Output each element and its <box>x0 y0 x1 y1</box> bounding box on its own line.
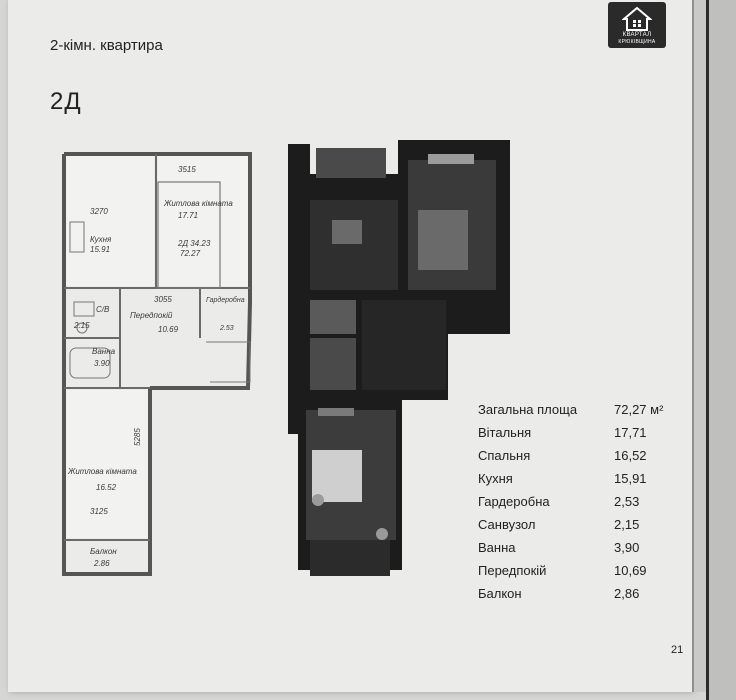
plan-total-code: 2Д 34.23 <box>177 239 211 248</box>
plan-wardrobe-area: 2.53 <box>219 325 234 332</box>
plan-su-label: С/В <box>96 305 110 314</box>
area-row-name: Загальна площа <box>478 402 578 417</box>
logo-line-2: КРЮКІВЩИНА <box>618 39 656 45</box>
plan-kitchen-area: 15.91 <box>90 245 110 254</box>
plan-bath-area: 3.90 <box>94 359 110 368</box>
floor-plan: Кухня 15.91 3270 Житлова кімната 17.71 3… <box>62 152 252 576</box>
plan-balcony-area: 2.86 <box>93 559 110 568</box>
area-row-value: 15,91 <box>614 471 647 486</box>
plan-dim-5285: 5285 <box>133 428 142 446</box>
plan-hall-label: Передпокій <box>130 311 173 320</box>
area-row-name: Вітальня <box>478 425 532 440</box>
plan-dim-3125: 3125 <box>90 507 108 516</box>
page-edge <box>692 0 706 692</box>
rendered-plan <box>288 140 510 576</box>
area-row-value: 72,27 м² <box>614 402 664 417</box>
plan-su-area: 2.15 <box>73 321 90 330</box>
plan-living-area: 17.71 <box>178 211 198 220</box>
area-row-name: Балкон <box>478 586 522 601</box>
area-row: Передпокій 10,69 <box>478 563 688 583</box>
area-row-name: Передпокій <box>478 563 547 578</box>
area-row-value: 2,15 <box>614 517 640 532</box>
area-row: Кухня 15,91 <box>478 471 688 491</box>
binder-edge <box>706 0 736 700</box>
area-row: Санвузол 2,15 <box>478 517 688 537</box>
plan-wardrobe-label: Гардеробна <box>206 296 245 304</box>
area-row-value: 2,86 <box>614 586 640 601</box>
apartment-type: 2-кімн. квартира <box>50 37 163 54</box>
plan-dim-3055: 3055 <box>154 295 172 304</box>
area-row-value: 2,53 <box>614 494 640 509</box>
area-row-name: Спальня <box>478 448 531 463</box>
house-icon <box>622 6 652 31</box>
area-row: Ванна 3,90 <box>478 540 688 560</box>
plan-total-area: 72.27 <box>180 249 201 258</box>
area-row: Спальня 16,52 <box>478 448 688 468</box>
apartment-code: 2Д <box>50 88 82 115</box>
plan-bedroom-label: Житлова кімната <box>67 467 137 476</box>
area-row-value: 16,52 <box>614 448 647 463</box>
area-row: Гардеробна 2,53 <box>478 494 688 514</box>
plan-dim-3270: 3270 <box>90 207 108 216</box>
plan-bath-label: Ванна <box>92 347 116 356</box>
living-room-render <box>310 200 398 290</box>
area-row-name: Гардеробна <box>478 494 550 509</box>
area-row: Балкон 2,86 <box>478 586 688 606</box>
area-row-value: 10,69 <box>614 563 647 578</box>
area-row: Вітальня 17,71 <box>478 425 688 445</box>
brochure-page: 2-кімн. квартира 2Д КВАРТАЛ КРЮКІВЩИНА <box>8 0 692 692</box>
area-row-name: Ванна <box>478 540 516 555</box>
plan-dim-3515: 3515 <box>178 165 196 174</box>
plan-balcony-label: Балкон <box>90 547 117 556</box>
developer-logo: КВАРТАЛ КРЮКІВЩИНА <box>608 2 666 48</box>
area-row: Загальна площа 72,27 м² <box>478 402 688 422</box>
plan-hall-area: 10.69 <box>158 325 179 334</box>
logo-line-1: КВАРТАЛ <box>622 32 652 38</box>
area-row-value: 17,71 <box>614 425 647 440</box>
plan-living-label: Житлова кімната <box>163 199 233 208</box>
plan-kitchen-label: Кухня <box>90 235 112 244</box>
area-row-value: 3,90 <box>614 540 640 555</box>
page-number: 21 <box>671 644 684 656</box>
area-row-name: Кухня <box>478 471 513 486</box>
area-row-name: Санвузол <box>478 517 536 532</box>
plan-bedroom-area: 16.52 <box>96 483 117 492</box>
